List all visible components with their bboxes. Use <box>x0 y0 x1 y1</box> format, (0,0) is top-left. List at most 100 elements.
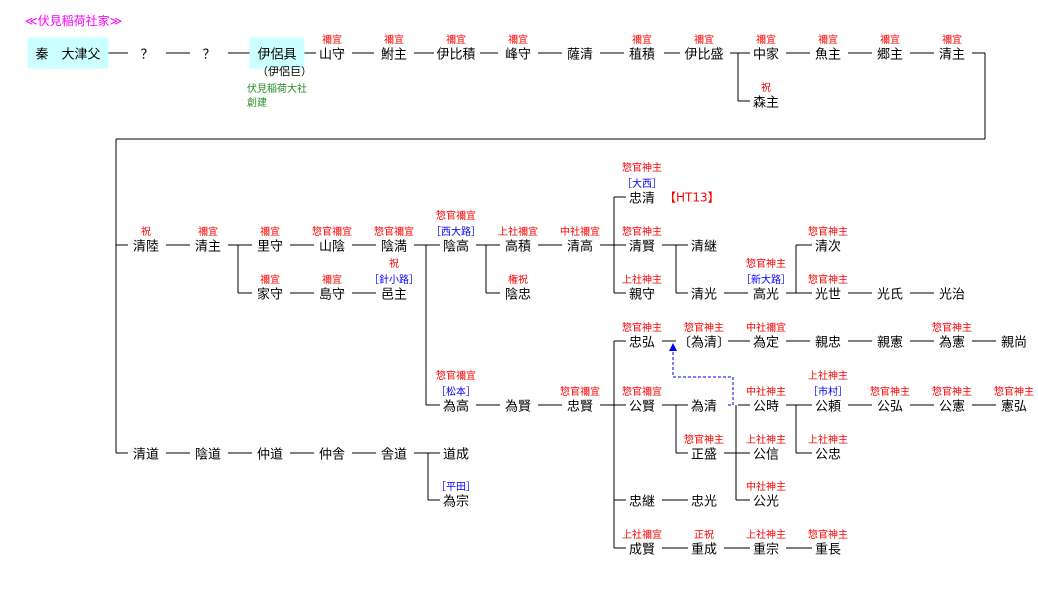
family-branch-label: ［新大路］ <box>741 275 791 286</box>
person-name: 陰道 <box>194 447 222 463</box>
same-person-arrow <box>672 350 734 406</box>
person-name: 忠清 <box>628 191 656 207</box>
rank-title-label: 中社禰宜 <box>746 323 786 334</box>
person-name: 森主 <box>752 95 780 111</box>
person-name: 山陰 <box>318 239 346 255</box>
person-name: 為定 <box>752 335 780 351</box>
person-name: 公光 <box>752 494 780 510</box>
rank-title-label: 禰宜 <box>322 35 342 46</box>
person-name: 為宗 <box>442 494 470 510</box>
rank-title-label: 惣官神主 <box>808 227 848 238</box>
person-name: 光治 <box>938 287 966 303</box>
rank-title-label: 中社神主 <box>746 387 786 398</box>
person-name: 清陸 <box>132 239 160 255</box>
rank-title-label: 禰宜 <box>260 275 280 286</box>
person-name: 伊侶具 <box>249 37 305 69</box>
person-name: 為清 <box>690 399 718 415</box>
rank-title-label: 惣官神主 <box>684 323 724 334</box>
person-name: 高積 <box>504 239 532 255</box>
rank-title-label: 禰宜 <box>384 35 404 46</box>
rank-title-label: 惣官神主 <box>622 323 662 334</box>
arrowhead-icon <box>669 343 677 351</box>
person-name: 公忠 <box>814 447 842 463</box>
person-name: 為高 <box>442 399 470 415</box>
rank-title-label: 上社神主 <box>622 275 662 286</box>
person-name: 親尚 <box>1000 335 1028 351</box>
rank-title-label: 上社神主 <box>808 435 848 446</box>
person-name: 伊比積 <box>436 47 476 63</box>
rank-title-label: 惣官神主 <box>684 435 724 446</box>
rank-title-label: 惣官神主 <box>622 227 662 238</box>
person-name: 〔為清〕 <box>677 335 731 351</box>
rank-title-label: 惣官禰宜 <box>436 211 476 222</box>
person-name: 峰守 <box>504 47 532 63</box>
person-name: 仲舎 <box>318 447 346 463</box>
person-name: 為賢 <box>504 399 532 415</box>
rank-title-label: 惣官神主 <box>746 259 786 270</box>
person-name: ？ <box>140 47 154 63</box>
rank-title-label: 禰宜 <box>322 275 342 286</box>
family-branch-label: ［平田］ <box>436 482 476 493</box>
person-name: 公賢 <box>628 399 656 415</box>
rank-title-label: 惣官禰宜 <box>312 227 352 238</box>
rank-title-label: 禰宜 <box>198 227 218 238</box>
rank-title-label: 禰宜 <box>818 35 838 46</box>
person-name: 秦 大津父 <box>27 37 109 69</box>
family-branch-label: ［松本］ <box>436 387 476 398</box>
person-name: 魚主 <box>814 47 842 63</box>
person-name: 憲弘 <box>1000 399 1028 415</box>
person-name: 清光 <box>690 287 718 303</box>
rank-title-label: 上社神主 <box>746 435 786 446</box>
rank-title-label: 禰宜 <box>942 35 962 46</box>
person-name: 清賢 <box>628 239 656 255</box>
rank-title-label: 惣官神主 <box>808 275 848 286</box>
ht-reference: 【HT13】 <box>664 190 720 205</box>
page-title: ≪伏見稲荷社家≫ <box>25 14 123 28</box>
person-name: 親憲 <box>876 335 904 351</box>
person-name: 陰忠 <box>504 287 532 303</box>
founder-alias: （伊侶巨） <box>257 65 312 78</box>
person-name: 舎道 <box>380 447 408 463</box>
person-name: 道成 <box>442 447 470 463</box>
person-name: 公憲 <box>938 399 966 415</box>
rank-title-label: 祝 <box>389 259 399 270</box>
person-name: 公弘 <box>876 399 904 415</box>
person-name: 山守 <box>318 47 346 63</box>
rank-title-label: 惣官神主 <box>808 530 848 541</box>
family-branch-label: ［大西］ <box>622 179 662 190</box>
person-name: 光世 <box>814 287 842 303</box>
person-name: 光氏 <box>876 287 904 303</box>
rank-title-label: 禰宜 <box>508 35 528 46</box>
rank-title-label: 惣官禰宜 <box>436 371 476 382</box>
person-name: 陰満 <box>380 239 408 255</box>
family-branch-label: ［西大路］ <box>431 227 481 238</box>
person-name: 忠継 <box>628 494 656 510</box>
person-name: 仲道 <box>256 447 284 463</box>
rank-title-label: 権祝 <box>508 275 528 286</box>
person-name: 忠光 <box>690 494 718 510</box>
person-name: 郷主 <box>876 47 904 63</box>
person-name: 正盛 <box>690 447 718 463</box>
person-name: 公頼 <box>814 399 842 415</box>
person-name: 公時 <box>752 399 780 415</box>
person-name: 陰高 <box>442 239 470 255</box>
person-name: 重成 <box>690 542 718 558</box>
rank-title-label: 禰宜 <box>756 35 776 46</box>
person-name: 清高 <box>566 239 594 255</box>
rank-title-label: 惣官神主 <box>994 387 1034 398</box>
rank-title-label: 正祝 <box>694 530 714 541</box>
person-name: 成賢 <box>628 542 656 558</box>
person-name: 島守 <box>318 287 346 303</box>
person-name: 邑主 <box>380 287 408 303</box>
rank-title-label: 禰宜 <box>880 35 900 46</box>
rank-title-label: 禰宜 <box>694 35 714 46</box>
person-name: 重宗 <box>752 542 780 558</box>
person-name: 清次 <box>814 239 842 255</box>
rank-title-label: 惣官禰宜 <box>560 387 600 398</box>
person-name: 公信 <box>752 447 780 463</box>
founder-note-line2: 創建 <box>247 98 267 109</box>
person-name: 高光 <box>752 287 780 303</box>
rank-title-label: 惣官神主 <box>932 323 972 334</box>
